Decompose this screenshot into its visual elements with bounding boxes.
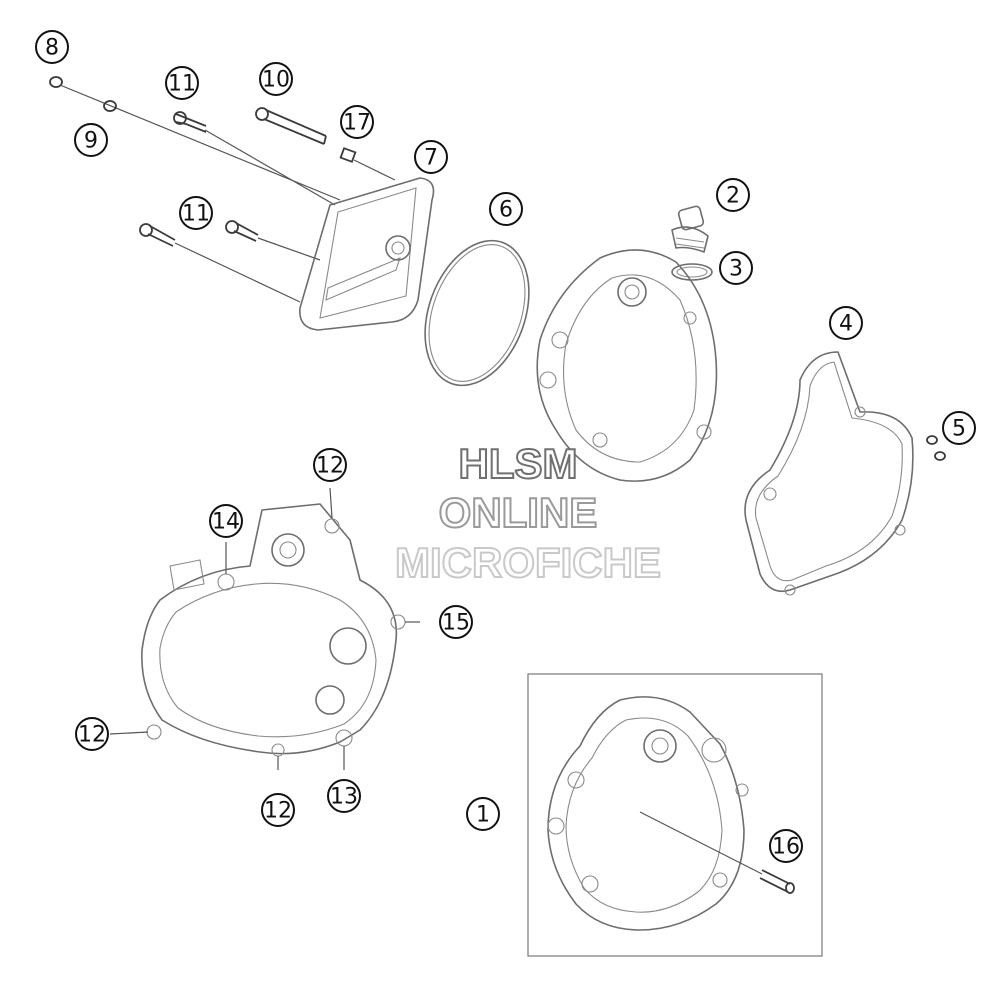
svg-text:1: 1 xyxy=(476,803,490,828)
callout-10: 10 xyxy=(259,62,293,96)
svg-text:11: 11 xyxy=(182,202,210,227)
callout-1: 1 xyxy=(466,797,500,831)
callout-15: 15 xyxy=(439,605,473,639)
svg-text:7: 7 xyxy=(424,146,438,171)
callout-5: 5 xyxy=(942,411,976,445)
callout-13: 13 xyxy=(327,779,361,813)
callout-12-bottom: 12 xyxy=(261,793,295,827)
callout-11-bottom: 11 xyxy=(179,196,213,230)
svg-text:6: 6 xyxy=(499,198,513,223)
svg-text:15: 15 xyxy=(442,611,470,636)
screws-5 xyxy=(926,435,946,461)
svg-text:12: 12 xyxy=(264,799,292,824)
kit-box-1 xyxy=(527,673,823,957)
svg-text:4: 4 xyxy=(839,312,853,337)
svg-text:13: 13 xyxy=(330,785,358,810)
svg-text:10: 10 xyxy=(262,68,290,93)
callout-14: 14 xyxy=(209,504,243,538)
o-ring-6 xyxy=(424,239,530,387)
callout-4: 4 xyxy=(829,306,863,340)
bolt-11-upper xyxy=(173,111,336,206)
svg-text:9: 9 xyxy=(84,129,98,154)
clutch-cover-assembly-1 xyxy=(547,696,749,931)
svg-text:12: 12 xyxy=(78,723,106,748)
leader-lines-lower xyxy=(109,487,420,770)
gasket-4 xyxy=(744,351,914,596)
callout-6: 6 xyxy=(489,192,523,226)
washer-9 xyxy=(103,100,117,112)
clutch-cover-outer xyxy=(536,249,718,482)
callout-12-top: 12 xyxy=(313,448,347,482)
callout-16: 16 xyxy=(769,829,803,863)
svg-text:3: 3 xyxy=(729,257,743,282)
watermark-line-2: ONLINE xyxy=(439,489,598,536)
watermark-line-1: HLSM xyxy=(459,440,578,487)
nut-17 xyxy=(339,147,396,181)
bolt-10 xyxy=(255,107,327,145)
callout-9: 9 xyxy=(74,123,108,157)
svg-text:12: 12 xyxy=(316,454,344,479)
callout-8: 8 xyxy=(35,30,69,64)
callout-7: 7 xyxy=(414,140,448,174)
svg-text:17: 17 xyxy=(343,111,371,136)
seal-ring-3 xyxy=(671,263,713,281)
clutch-cover-inner xyxy=(141,503,406,757)
watermark: HLSM ONLINE MICROFICHE xyxy=(394,439,662,587)
cover-plate-7 xyxy=(299,177,435,331)
svg-text:2: 2 xyxy=(726,184,740,209)
bolt-11-lower xyxy=(139,220,321,303)
callout-3: 3 xyxy=(719,251,753,285)
callout-17: 17 xyxy=(340,105,374,139)
plug-2 xyxy=(671,205,709,253)
svg-text:11: 11 xyxy=(168,72,196,97)
watermark-line-3: MICROFICHE xyxy=(395,539,661,586)
callout-11-top: 11 xyxy=(165,66,199,100)
dowel-pin-16 xyxy=(639,811,795,894)
svg-text:8: 8 xyxy=(45,36,59,61)
svg-text:14: 14 xyxy=(212,510,240,535)
svg-text:5: 5 xyxy=(952,417,966,442)
callout-12-left: 12 xyxy=(75,717,109,751)
callout-2: 2 xyxy=(716,178,750,212)
svg-text:16: 16 xyxy=(772,835,800,860)
